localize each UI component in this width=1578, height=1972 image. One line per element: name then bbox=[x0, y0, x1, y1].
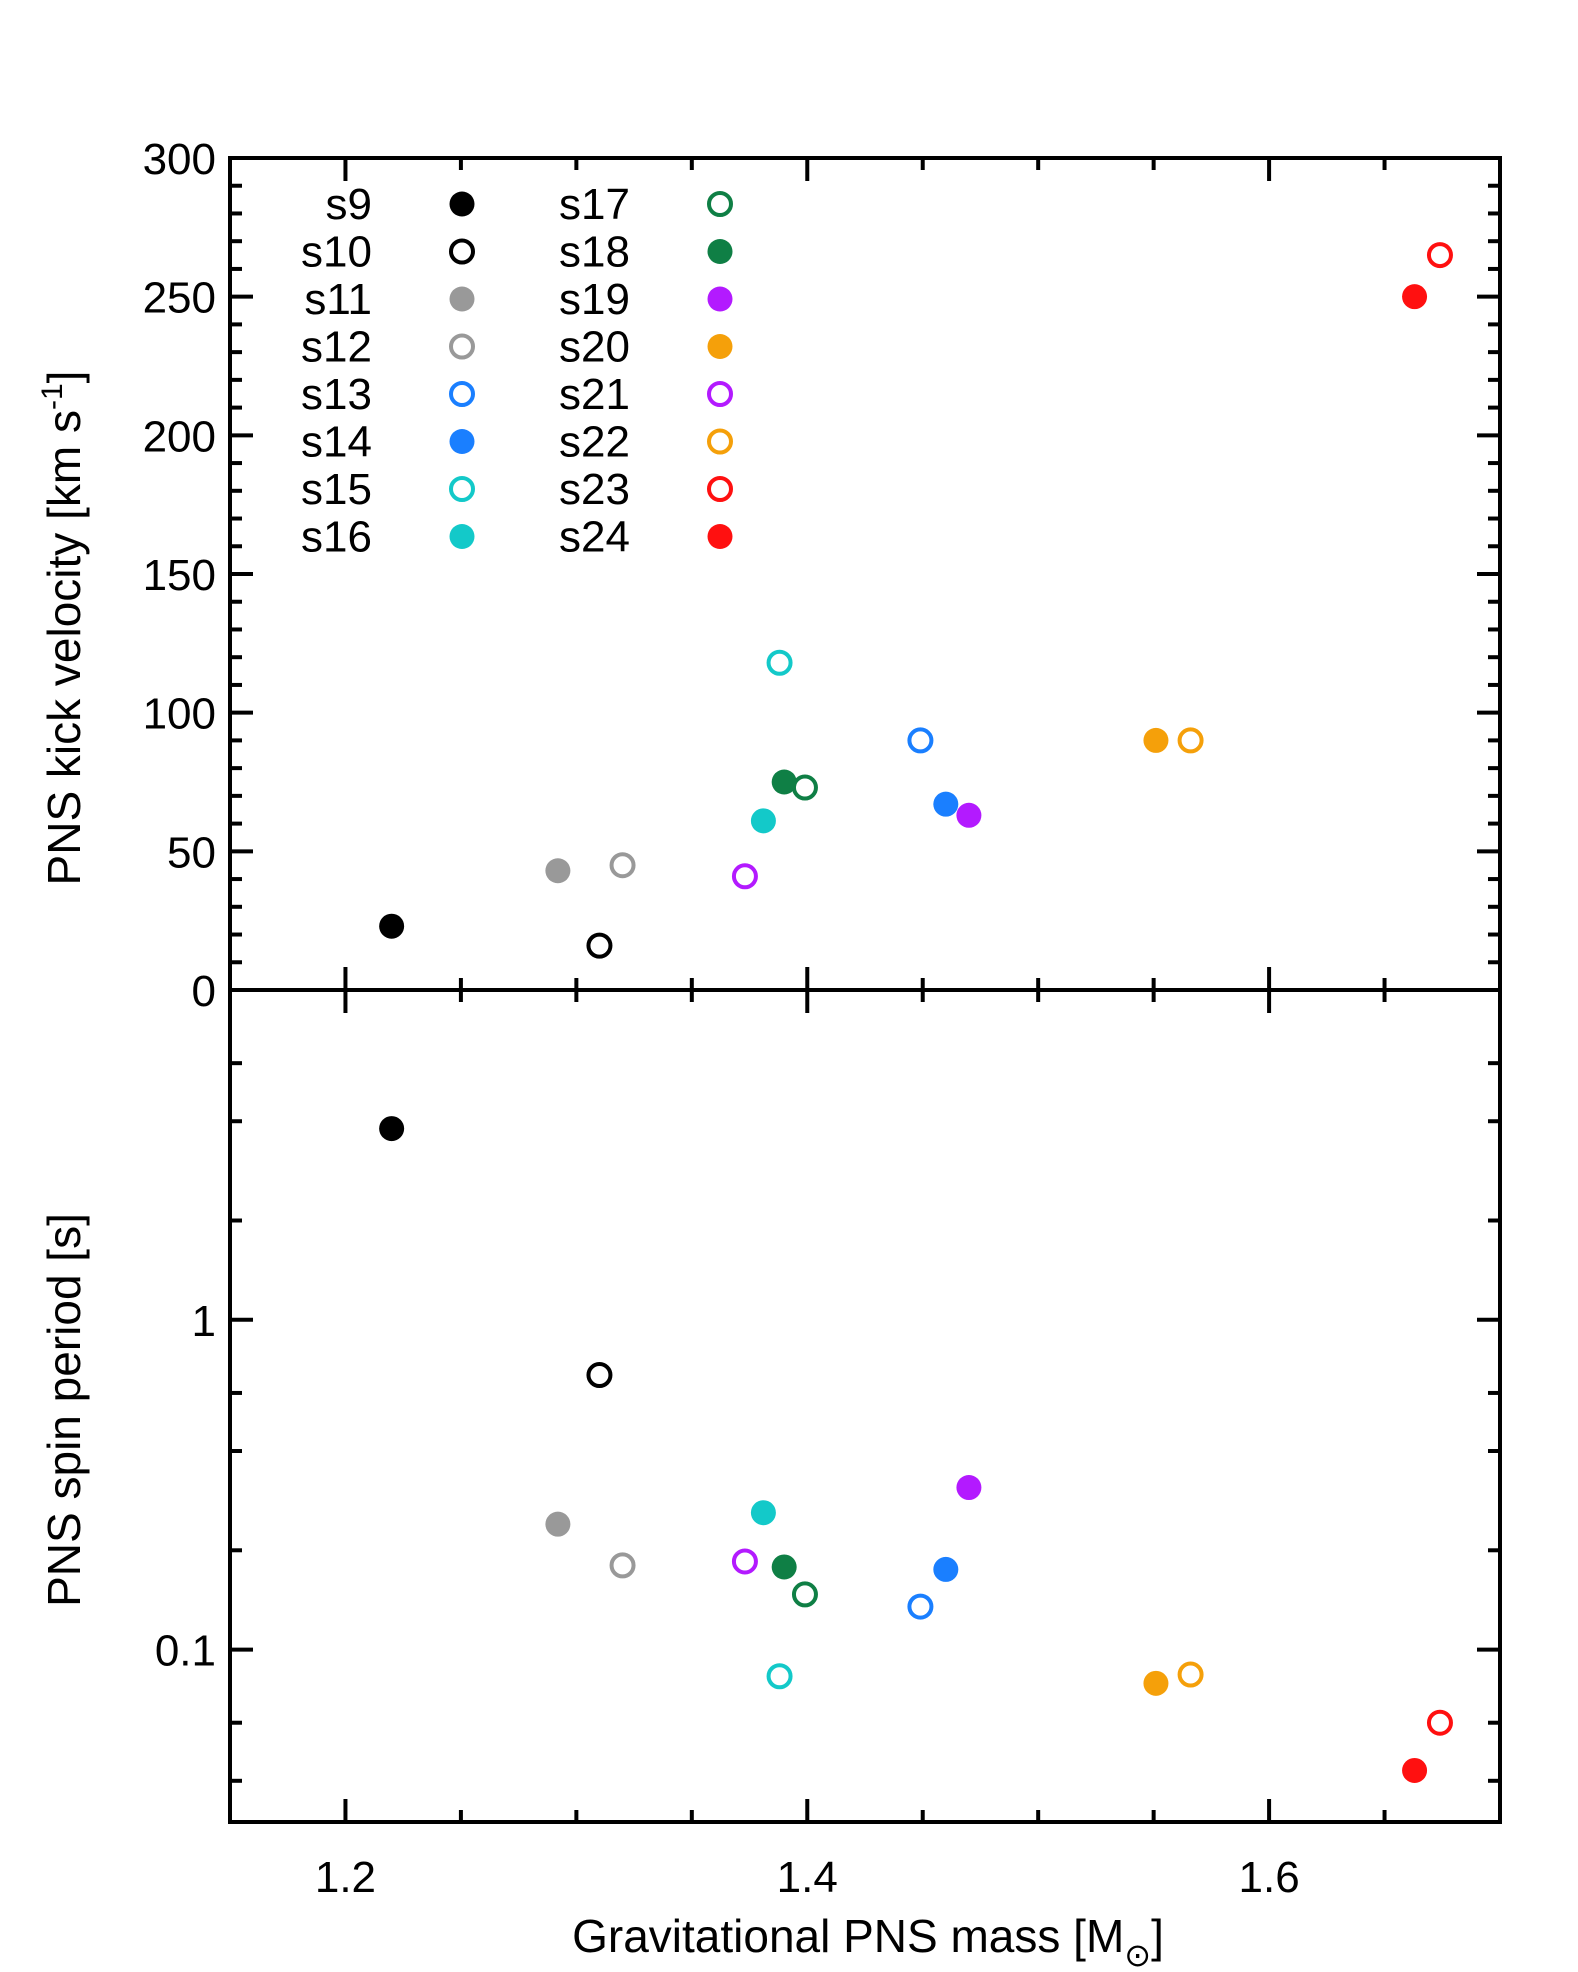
legend-marker-s12 bbox=[449, 333, 475, 360]
kick-point-s12 bbox=[609, 852, 636, 879]
x-tick-label: 1.6 bbox=[1239, 1853, 1300, 1902]
spin-point-s18 bbox=[771, 1554, 797, 1580]
spin-point-s23 bbox=[1426, 1709, 1453, 1736]
kick-point-s10 bbox=[586, 932, 613, 959]
legend-label-s13: s13 bbox=[301, 370, 372, 419]
legend-label-s17: s17 bbox=[559, 180, 630, 229]
legend-marker-s9 bbox=[449, 191, 475, 217]
kick-point-s21 bbox=[731, 863, 758, 890]
legend-label-s12: s12 bbox=[301, 323, 372, 372]
top-y-tick-label: 300 bbox=[143, 135, 216, 184]
kick-point-s18 bbox=[771, 769, 797, 795]
spin-point-s9 bbox=[379, 1116, 405, 1142]
top-plot-frame bbox=[228, 156, 1502, 992]
top-y-tick-label: 250 bbox=[143, 274, 216, 323]
legend-marker-s15 bbox=[449, 476, 475, 502]
legend-label-s9: s9 bbox=[326, 180, 372, 229]
legend-marker-s24 bbox=[707, 524, 733, 549]
legend-marker-s22 bbox=[707, 428, 733, 455]
kick-point-s13 bbox=[907, 727, 934, 754]
legend-label-s24: s24 bbox=[559, 513, 630, 562]
legend-marker-s10 bbox=[449, 238, 475, 265]
kick-point-s15 bbox=[766, 649, 793, 676]
spin-point-s20 bbox=[1143, 1670, 1169, 1696]
legend-label-s16: s16 bbox=[301, 513, 372, 562]
x-tick-label: 1.2 bbox=[315, 1853, 376, 1902]
legend-label-s22: s22 bbox=[559, 418, 630, 467]
bottom-plot-frame bbox=[228, 988, 1502, 1824]
legend-marker-s23 bbox=[707, 476, 733, 502]
kick-point-s17 bbox=[791, 774, 818, 801]
spin-point-s17 bbox=[791, 1581, 818, 1608]
kick-point-s11 bbox=[545, 858, 571, 884]
legend-label-s18: s18 bbox=[559, 228, 630, 277]
legend-label-s21: s21 bbox=[559, 370, 630, 419]
kick-point-s16 bbox=[750, 808, 776, 834]
spin-point-s11 bbox=[545, 1511, 571, 1537]
kick-point-s9 bbox=[379, 913, 405, 939]
spin-point-s16 bbox=[750, 1500, 776, 1526]
spin-point-s12 bbox=[609, 1552, 636, 1579]
kick-point-s22 bbox=[1177, 727, 1204, 754]
legend-label-s20: s20 bbox=[559, 323, 630, 372]
x-axis-title: Gravitational PNS mass [M⊙] bbox=[572, 1910, 1164, 1972]
legend-label-s19: s19 bbox=[559, 275, 630, 324]
legend-marker-s19 bbox=[707, 286, 733, 312]
y-axis-title-bottom: PNS spin period [s] bbox=[38, 1213, 90, 1607]
legend-label-s15: s15 bbox=[301, 465, 372, 514]
spin-point-s15 bbox=[766, 1663, 793, 1690]
kick-point-s23 bbox=[1426, 242, 1453, 269]
top-y-tick-label: 200 bbox=[143, 412, 216, 461]
y-axis-title-top: PNS kick velocity [km s-1] bbox=[36, 371, 90, 886]
legend-marker-s14 bbox=[449, 429, 475, 454]
legend-label-s11: s11 bbox=[304, 275, 372, 324]
kick-point-s14 bbox=[933, 791, 959, 817]
spin-point-s24 bbox=[1402, 1757, 1428, 1783]
kick-point-s19 bbox=[956, 802, 982, 828]
kick-point-s20 bbox=[1143, 727, 1169, 753]
bottom-y-tick-label: 1 bbox=[192, 1297, 216, 1346]
legend-marker-s21 bbox=[707, 381, 733, 407]
legend-marker-s18 bbox=[707, 239, 733, 264]
top-y-tick-label: 0 bbox=[192, 967, 216, 1016]
legend-label-s14: s14 bbox=[301, 418, 372, 467]
legend-label-s10: s10 bbox=[301, 228, 372, 277]
legend: s9s10s11s12s13s14s15s16s17s18s19s20s21s2… bbox=[301, 180, 733, 562]
top-y-tick-label: 100 bbox=[143, 690, 216, 739]
spin-point-s13 bbox=[907, 1593, 934, 1620]
legend-marker-s11 bbox=[449, 286, 475, 312]
spin-point-s19 bbox=[956, 1475, 982, 1501]
spin-point-s10 bbox=[586, 1362, 613, 1389]
bottom-y-tick-label: 0.1 bbox=[155, 1627, 216, 1676]
spin-point-s14 bbox=[933, 1556, 959, 1582]
spin-point-s22 bbox=[1177, 1661, 1204, 1688]
legend-marker-s16 bbox=[449, 524, 475, 549]
top-y-tick-label: 50 bbox=[167, 828, 216, 877]
legend-marker-s17 bbox=[707, 191, 733, 217]
legend-marker-s13 bbox=[449, 381, 475, 407]
x-tick-label: 1.4 bbox=[777, 1853, 838, 1902]
legend-label-s23: s23 bbox=[559, 465, 630, 514]
legend-marker-s20 bbox=[707, 334, 733, 359]
spin-period-panel: 1.2 1.4 1.6 0.1 1 bbox=[155, 988, 1502, 1902]
top-y-tick-label: 150 bbox=[143, 551, 216, 600]
kick-point-s24 bbox=[1402, 284, 1428, 310]
spin-point-s21 bbox=[731, 1548, 758, 1575]
